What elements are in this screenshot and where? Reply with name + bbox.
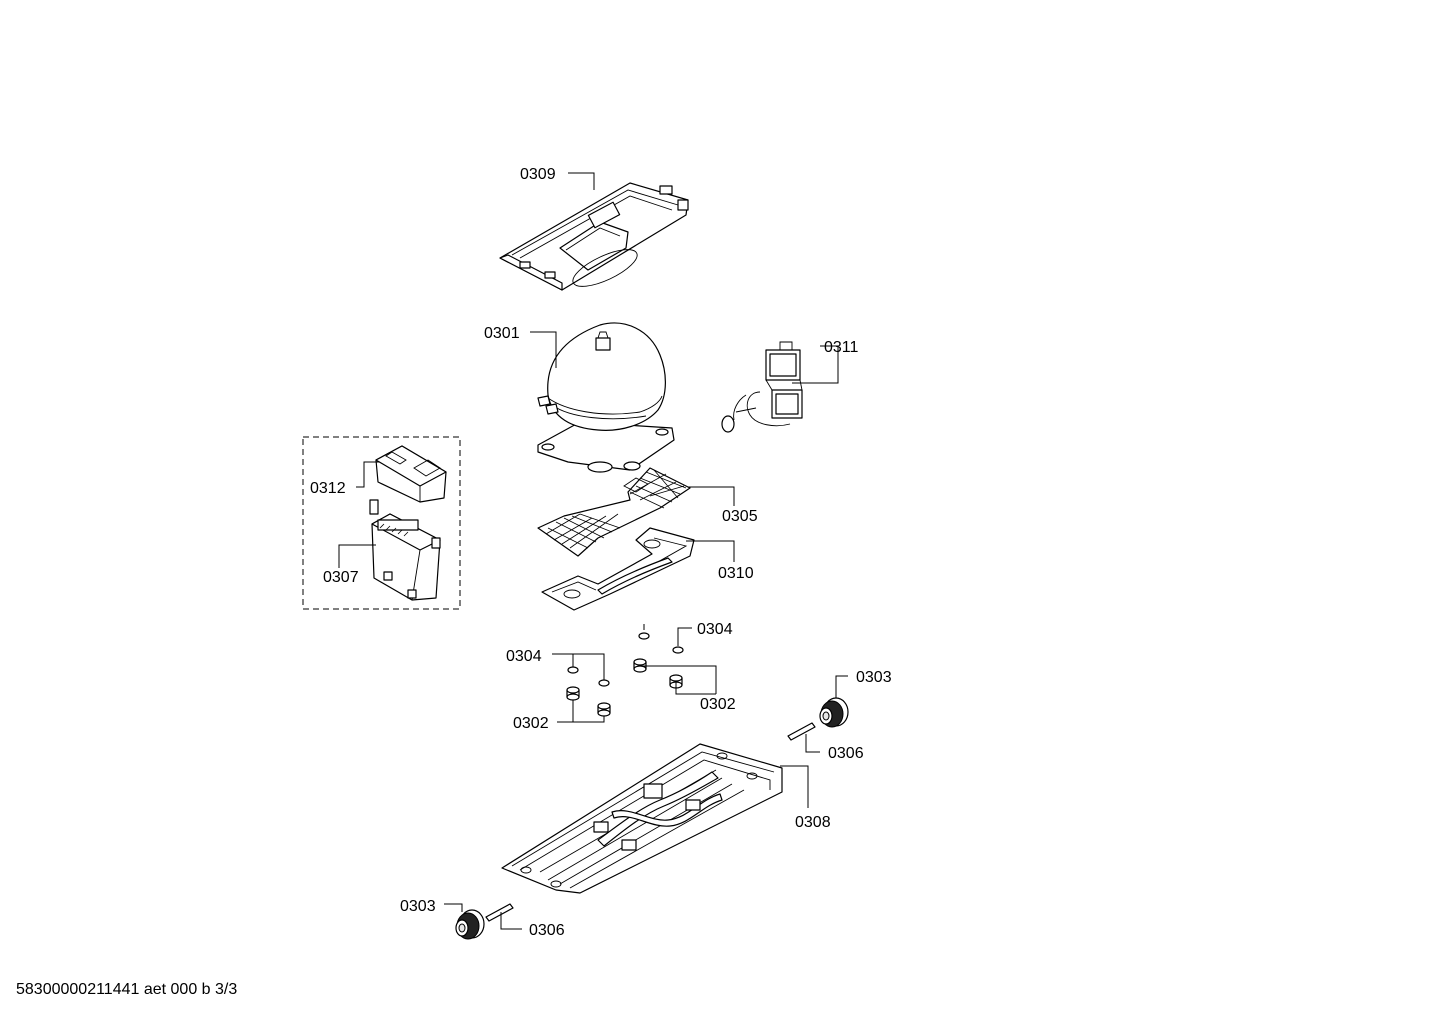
label-0304-lower: 0304	[506, 648, 542, 665]
label-0310: 0310	[718, 565, 754, 582]
label-0307: 0307	[323, 569, 359, 586]
leader-lines	[338, 172, 848, 930]
part-0308-base-plate	[501, 743, 783, 894]
part-0303-roller-upper	[819, 697, 849, 728]
label-0303-upper: 0303	[856, 669, 892, 686]
label-0306-upper: 0306	[828, 745, 864, 762]
label-0303-lower: 0303	[400, 898, 436, 915]
label-0309: 0309	[520, 166, 556, 183]
part-0310-drip-tray	[541, 527, 695, 611]
part-0311-relay-assembly	[721, 341, 803, 433]
part-0304-clips-lower	[567, 666, 610, 687]
label-0308: 0308	[795, 814, 831, 831]
part-0312-electronic-cover	[375, 445, 447, 503]
part-0302-rubber-feet-right	[633, 658, 683, 689]
part-0305-grid-mat	[537, 467, 691, 557]
part-0306-axle-upper	[787, 722, 816, 741]
part-0301-compressor	[537, 322, 675, 473]
document-footer-id: 58300000211441 aet 000 b 3/3	[16, 981, 238, 998]
label-0302-left: 0302	[513, 715, 549, 732]
label-0311: 0311	[824, 339, 859, 356]
part-0307-electronic-module	[369, 499, 441, 601]
part-0309-cover-tray	[499, 182, 689, 291]
group-box-0307-0312	[302, 436, 461, 610]
label-0312: 0312	[310, 480, 346, 497]
part-0302-rubber-feet-left	[566, 686, 611, 717]
label-0304-upper: 0304	[697, 621, 733, 638]
label-0306-lower: 0306	[529, 922, 565, 939]
part-0304-clips-upper	[638, 632, 684, 654]
part-0303-roller-lower	[455, 909, 485, 940]
label-0302-right: 0302	[700, 696, 736, 713]
part-0306-axle-lower	[485, 903, 514, 922]
label-0301: 0301	[484, 325, 520, 342]
part-labels: 0309 0301 0311 0312 0305 0310 0307 0304 …	[310, 166, 892, 939]
label-0305: 0305	[722, 508, 758, 525]
